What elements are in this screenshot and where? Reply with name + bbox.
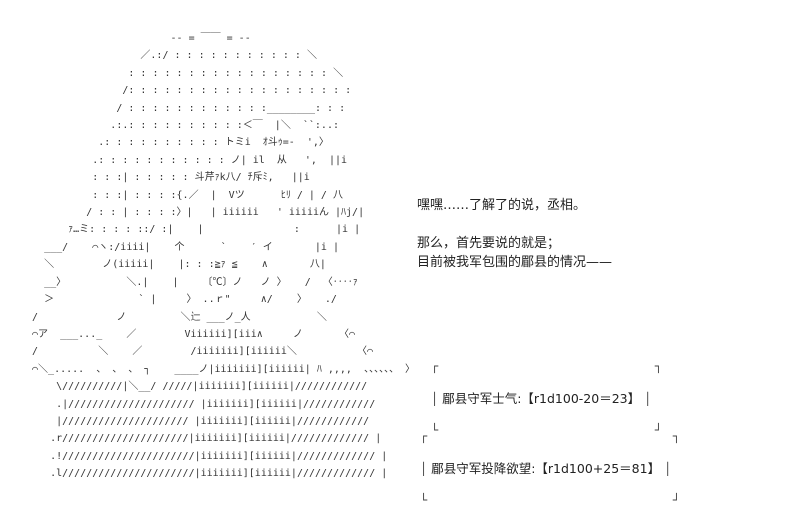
dialogue-line-1: 嘿嘿……了解了的说，丞相。	[417, 198, 587, 213]
morale-stat-box: ┌ ┐ │郿县守军士气:【r1d100-20＝23】│ └ ┘	[430, 359, 663, 437]
dialogue-text: 嘿嘿……了解了的说，丞相。 那么，首先要说的就是； 目前被我军包围的郿县的情况—…	[417, 196, 612, 272]
dialogue-line-3: 目前被我军包围的郿县的情况——	[417, 255, 613, 270]
surrender-stat-box: ┌ ┐ │郿县守军投降欲望:【r1d100+25＝81】│ └ ┘	[419, 429, 681, 507]
surrender-stat-text: 郿县守军投降欲望:【r1d100+25＝81】	[431, 461, 661, 476]
ascii-art-character: -- = ￣￣ = -- ／.:/ : : : : : : : : : : : …	[32, 33, 416, 480]
morale-stat-text: 郿县守军士气:【r1d100-20＝23】	[442, 391, 641, 406]
dialogue-line-2: 那么，首先要说的就是；	[417, 236, 561, 251]
